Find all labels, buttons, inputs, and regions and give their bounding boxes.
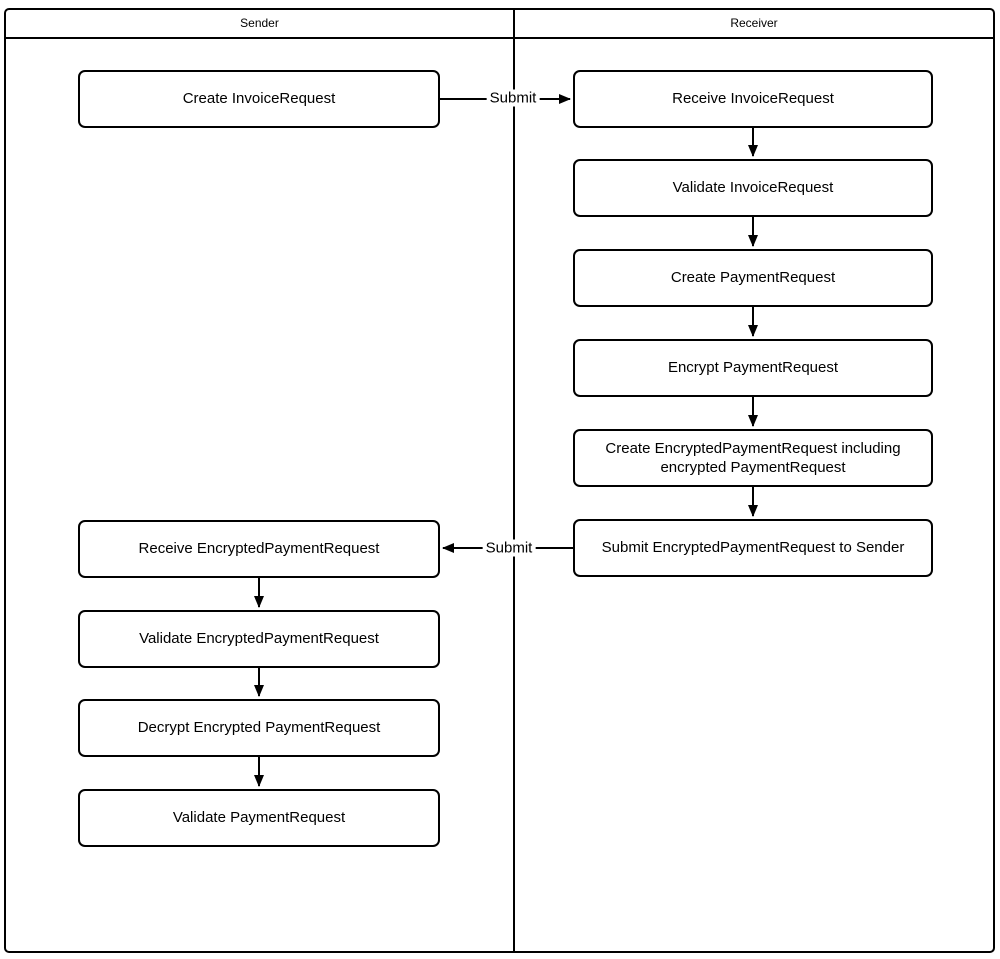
flow-node-create-payment-request: Create PaymentRequest xyxy=(573,249,933,307)
flow-node-create-encrypted-payment-request: Create EncryptedPaymentRequest including… xyxy=(573,429,933,487)
flow-node-receive-encrypted-payment-request: Receive EncryptedPaymentRequest xyxy=(78,520,440,578)
flow-node-validate-encrypted-payment-request: Validate EncryptedPaymentRequest xyxy=(78,610,440,668)
flow-node-validate-invoice-request: Validate InvoiceRequest xyxy=(573,159,933,217)
diagram-frame xyxy=(4,8,995,953)
flow-node-submit-encrypted-payment-request: Submit EncryptedPaymentRequest to Sender xyxy=(573,519,933,577)
edge-label-submit-encrypted: Submit xyxy=(482,539,536,557)
lane-header-receiver: Receiver xyxy=(730,16,778,30)
edge-label-submit-invoice: Submit xyxy=(486,89,540,107)
lane-header-sender: Sender xyxy=(240,16,279,30)
flow-node-encrypt-payment-request: Encrypt PaymentRequest xyxy=(573,339,933,397)
flow-node-validate-payment-request: Validate PaymentRequest xyxy=(78,789,440,847)
flow-node-create-invoice-request: Create InvoiceRequest xyxy=(78,70,440,128)
flow-node-decrypt-encrypted-payment-request: Decrypt Encrypted PaymentRequest xyxy=(78,699,440,757)
flow-node-receive-invoice-request: Receive InvoiceRequest xyxy=(573,70,933,128)
